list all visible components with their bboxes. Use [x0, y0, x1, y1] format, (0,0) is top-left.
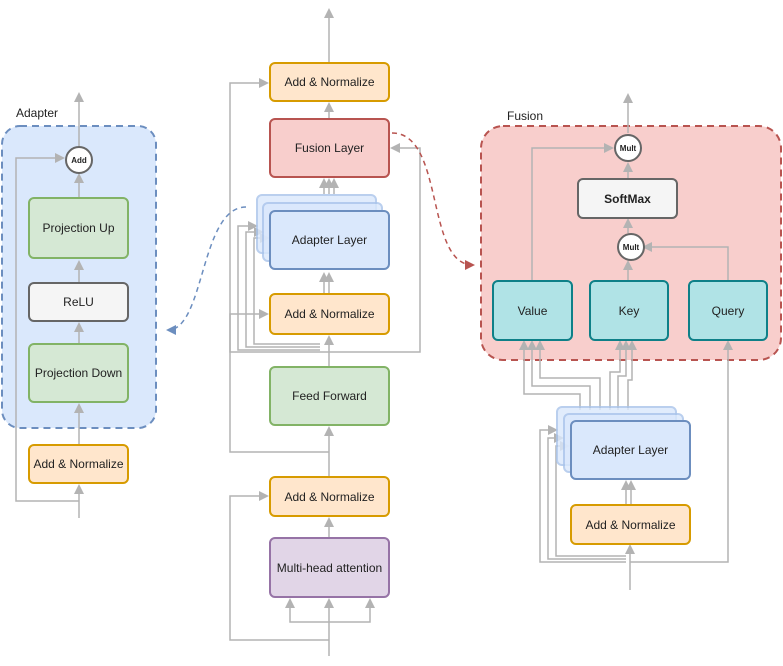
adapter-to-value-c — [535, 340, 601, 410]
adapter-skip-b — [245, 227, 320, 348]
feed-forward-box: Feed Forward — [269, 366, 390, 426]
fusion-mult-bottom-node: Mult — [617, 233, 645, 261]
fusion-query-input — [630, 340, 733, 563]
adapter-add-node: Add — [65, 146, 93, 174]
adapter-to-key-a — [609, 340, 625, 410]
adapter-to-value-a — [519, 340, 581, 410]
query-to-mult — [642, 242, 729, 280]
attn-residual — [229, 491, 329, 641]
fusion-add-normalize-box: Add & Normalize — [570, 504, 691, 545]
adapter-skip-a — [237, 221, 320, 351]
fusion-layer-box: Fusion Layer — [269, 118, 390, 178]
mid-norm-residual — [229, 309, 329, 353]
adapter-title: Adapter — [16, 106, 59, 120]
fusion-title: Fusion — [507, 109, 544, 123]
fusion-residual — [329, 143, 421, 353]
mid-add-normalize-box: Add & Normalize — [269, 293, 390, 335]
relu-box: ReLU — [28, 282, 129, 322]
attn-input-right — [329, 598, 375, 623]
softmax-box: SoftMax — [577, 178, 678, 219]
adapter-to-key-c — [627, 340, 637, 410]
adapter-to-value-b — [527, 340, 591, 410]
fusion-skip-a — [539, 425, 626, 563]
fusion-mult-top-node: Mult — [614, 134, 642, 162]
adapter-skip — [15, 153, 79, 502]
projection-down-box: Projection Down — [28, 343, 129, 403]
ff-residual — [229, 78, 329, 453]
attn-input-left — [285, 598, 329, 623]
adapter-link-arrow — [166, 206, 247, 335]
fusion-adapter-layer-box: Adapter Layer — [570, 420, 691, 480]
adapter-to-key-b — [617, 340, 631, 410]
query-box: Query — [688, 280, 768, 341]
key-box: Key — [589, 280, 669, 341]
fusion-skip-b — [547, 433, 626, 560]
fusion-link-arrow — [391, 132, 475, 270]
bottom-add-normalize-box: Add & Normalize — [269, 476, 390, 517]
center-adapter-layer-box: Adapter Layer — [269, 210, 390, 270]
projection-up-box: Projection Up — [28, 197, 129, 259]
top-add-normalize-box: Add & Normalize — [269, 62, 390, 102]
multi-head-attention-box: Multi-head attention — [269, 537, 390, 598]
adapter-add-normalize-box: Add & Normalize — [28, 444, 129, 484]
value-box: Value — [492, 280, 573, 341]
value-to-mult — [531, 143, 614, 280]
